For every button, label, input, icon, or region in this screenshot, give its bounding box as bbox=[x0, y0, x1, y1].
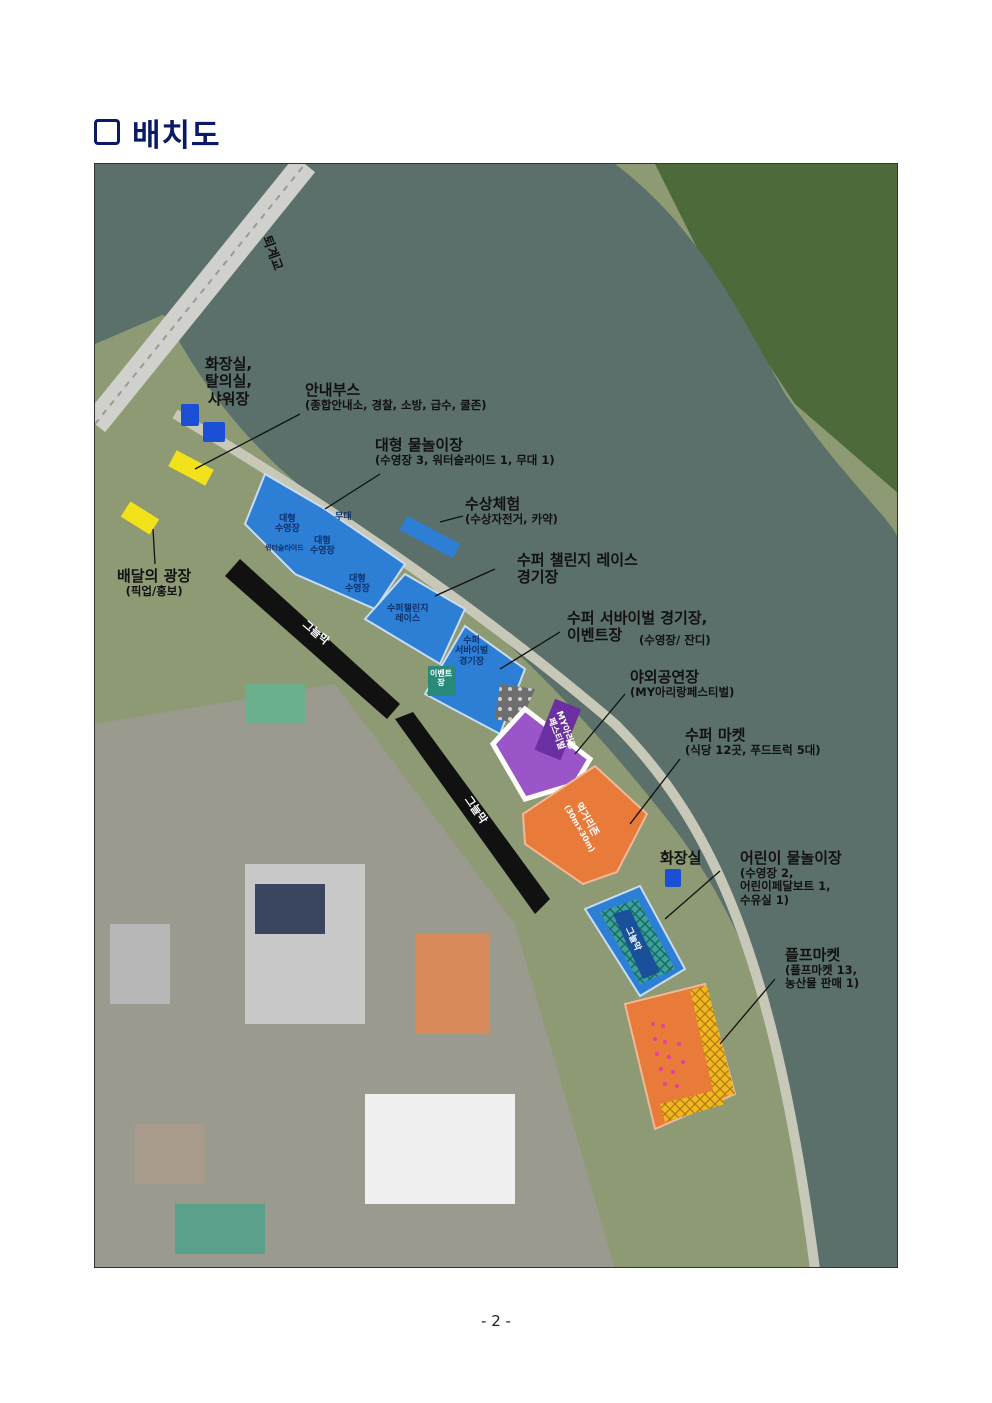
leader-lines bbox=[152, 413, 776, 1045]
page-number: - 2 - bbox=[481, 1312, 511, 1330]
info-booth-zone bbox=[168, 450, 214, 486]
page-title-text: 배치도 bbox=[132, 117, 221, 154]
building-green-roof bbox=[175, 1204, 265, 1254]
label-toilet-top: 화장실, 탈의실, 샤워장 bbox=[205, 355, 253, 408]
building-green-roof bbox=[245, 684, 305, 724]
label-survival: 수퍼 서바이벌 경기장, 이벤트장 bbox=[567, 609, 708, 645]
gravel-area bbox=[495, 684, 535, 724]
flea-stalls-right bbox=[690, 986, 735, 1099]
shade-zone-1 bbox=[225, 559, 400, 719]
label-super-market: 수퍼 마켓(식당 12곳, 푸드트럭 5대) bbox=[685, 726, 821, 758]
forest bbox=[655, 164, 897, 493]
building bbox=[135, 1124, 205, 1184]
super-challenge-race-zone bbox=[363, 572, 467, 666]
flea-stall-dots bbox=[651, 1022, 685, 1088]
riverside-path bbox=[172, 409, 820, 1267]
building bbox=[110, 924, 170, 1004]
label-large-pool: 대형 물놀이장(수영장 3, 워터슬라이드 1, 무대 1) bbox=[375, 436, 555, 468]
inner-race: 수퍼챌린지 레이스 bbox=[387, 604, 429, 625]
super-market-zone bbox=[521, 764, 649, 886]
toilet-icon bbox=[181, 404, 199, 426]
inner-pool-2: 대형 수영장 bbox=[310, 536, 335, 557]
label-info-booth: 안내부스(종합안내소, 경찰, 소방, 급수, 쿨존) bbox=[305, 381, 487, 413]
solar-roof bbox=[255, 884, 325, 934]
aerial-map bbox=[95, 164, 897, 1267]
kids-shade bbox=[613, 909, 660, 979]
inner-waterslide: 워터슬라이드 bbox=[265, 544, 304, 552]
water-experience-zone bbox=[399, 515, 461, 559]
label-challenge-race: 수퍼 챌린지 레이스 경기장 bbox=[517, 551, 638, 587]
label-outdoor-stage: 야외공연장(MY아리랑페스티벌) bbox=[630, 668, 735, 700]
delivery-plaza-zone bbox=[120, 501, 160, 535]
outdoor-stage-zone bbox=[489, 705, 594, 802]
inner-pool-3: 대형 수영장 bbox=[345, 574, 370, 595]
river-upper bbox=[95, 164, 295, 344]
label-kids-pool: 어린이 물놀이장(수영장 2, 어린이페달보트 1, 수유실 1) bbox=[740, 849, 842, 907]
shade-zone-2 bbox=[395, 712, 550, 914]
stage-platform bbox=[534, 698, 582, 761]
label-delivery-plaza: 배달의 광장(픽업/홍보) bbox=[117, 567, 192, 599]
inner-survival: 수퍼 서바이벌 경기장 bbox=[455, 636, 489, 667]
site-map: 퇴계교 화장실, 탈의실, 샤워장 안내부스(종합안내소, 경찰, 소방, 급수… bbox=[94, 163, 898, 1268]
page-title: 배치도 bbox=[94, 112, 221, 154]
building-orange-roof bbox=[415, 934, 490, 1034]
label-flea-market: 플프마켓(플프마켓 13, 농산물 판매 1) bbox=[785, 946, 860, 991]
bridge-lane bbox=[95, 164, 306, 425]
building-white-roof bbox=[365, 1094, 515, 1204]
flea-stalls-bottom bbox=[660, 1089, 725, 1122]
label-toilet-mid: 화장실 bbox=[660, 849, 702, 867]
label-survival-sub: (수영장/ 잔디) bbox=[639, 633, 711, 647]
river bbox=[95, 164, 897, 1267]
inner-event: 이벤트 장 bbox=[430, 669, 453, 688]
event-zone bbox=[428, 666, 456, 696]
inner-pool-1: 대형 수영장 bbox=[275, 514, 300, 535]
label-water-experience: 수상체험(수상자전거, 카약) bbox=[465, 495, 558, 527]
square-bullet-icon bbox=[94, 119, 120, 145]
toilet-icon bbox=[665, 869, 681, 887]
inner-stage-small: 무대 bbox=[335, 512, 352, 522]
shower-icon bbox=[203, 422, 225, 442]
